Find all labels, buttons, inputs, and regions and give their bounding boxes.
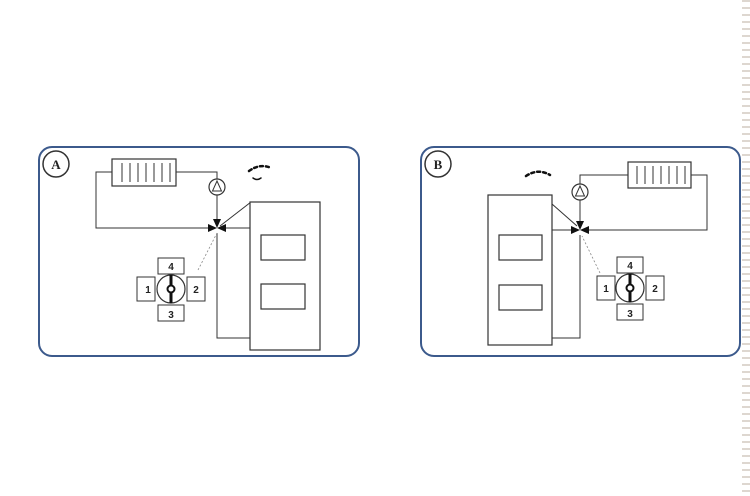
radiator-icon [111, 158, 177, 187]
boiler-icon [249, 201, 321, 351]
diagram-a-drawing: A [42, 150, 321, 351]
pump-icon [208, 178, 226, 196]
svg-text:4: 4 [627, 261, 633, 272]
three-way-valve-icon [208, 219, 226, 232]
diagram-panel-b: B [420, 146, 741, 357]
panel-a-badge: A [42, 150, 70, 178]
svg-text:3: 3 [168, 310, 174, 321]
diagram-panel-a: A [38, 146, 360, 357]
scan-edge-decoration [742, 0, 750, 496]
svg-text:2: 2 [652, 284, 658, 295]
svg-text:2: 2 [193, 285, 199, 296]
sensor-arc-icon [524, 170, 552, 178]
svg-text:3: 3 [627, 309, 633, 320]
diagram-b-drawing: B [424, 150, 708, 346]
svg-text:1: 1 [603, 284, 609, 295]
pump-icon [571, 183, 589, 201]
mixing-valve-detail-icon: 1 2 3 4 [581, 235, 665, 321]
svg-text:4: 4 [168, 262, 174, 273]
svg-text:A: A [51, 157, 61, 172]
three-way-valve-icon [571, 221, 589, 234]
radiator-icon [627, 161, 692, 189]
svg-text:B: B [434, 157, 443, 172]
svg-text:1: 1 [145, 285, 151, 296]
sensor-arc-icon [247, 164, 273, 181]
panel-b-badge: B [424, 150, 452, 178]
mixing-valve-detail-icon: 1 2 3 4 [136, 232, 218, 322]
pipe-lines [95, 171, 252, 339]
boiler-icon [487, 194, 553, 346]
pipe-lines [551, 174, 708, 339]
